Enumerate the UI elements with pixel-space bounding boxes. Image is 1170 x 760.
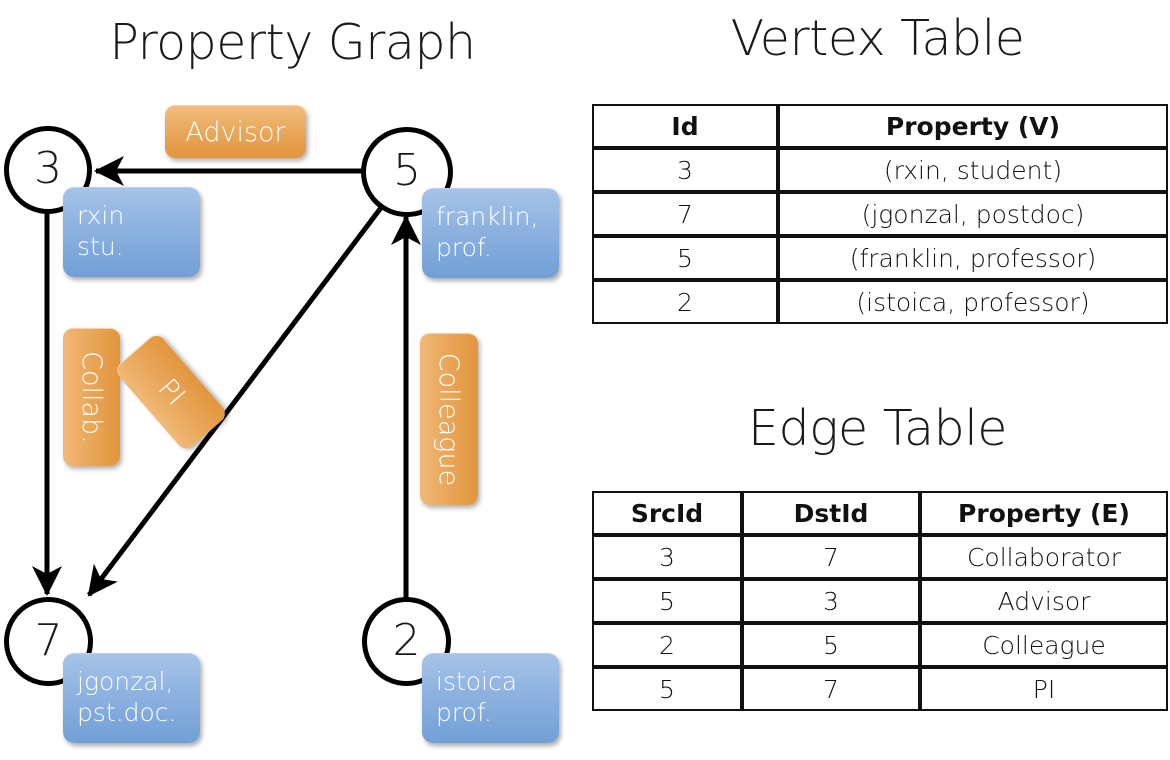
page-title-edge-table: Edge Table (748, 400, 1007, 457)
table-row[interactable]: 3 (rxin, student) (592, 148, 1168, 192)
edge-cell-property: PI (920, 667, 1168, 711)
vertex-cell-property: (istoica, professor) (778, 280, 1168, 324)
vertex-cell-property: (rxin, student) (778, 148, 1168, 192)
page-title-property-graph: Property Graph (109, 14, 476, 71)
edge-label-colleague-text: Colleague (433, 352, 465, 487)
node-property-box-rxin: rxin stu. (63, 187, 200, 277)
node-property-istoica-line2: prof. (436, 698, 492, 728)
vertex-cell-id: 5 (592, 236, 778, 280)
edge-cell-dstid: 7 (742, 535, 920, 579)
table-row[interactable]: 2 (istoica, professor) (592, 280, 1168, 324)
node-property-franklin-line1: franklin, (436, 202, 539, 231)
edge-cell-dstid: 5 (742, 623, 920, 667)
graph-node-5[interactable]: 5 (361, 127, 453, 217)
edge-cell-dstid: 3 (742, 579, 920, 623)
node-property-box-franklin: franklin, prof. (422, 188, 559, 278)
edge-5-to-7 (87, 203, 385, 597)
table-row[interactable]: 5 (franklin, professor) (592, 236, 1168, 280)
edge-cell-srcid: 3 (592, 535, 742, 579)
edge-cell-property: Advisor (920, 579, 1168, 623)
graph-edges (32, 156, 421, 598)
edge-table-header-row: SrcId DstId Property (E) (592, 491, 1168, 535)
edge-table-header-dstid: DstId (742, 491, 920, 535)
graph-node-3-label: 3 (34, 143, 62, 194)
node-property-franklin-line2: prof. (436, 233, 492, 263)
edge-table-header-property: Property (E) (920, 491, 1168, 535)
table-row[interactable]: 5 7 PI (592, 667, 1168, 711)
graph-node-2-label: 2 (392, 614, 421, 666)
node-property-rxin-line1: rxin (77, 201, 125, 230)
table-row[interactable]: 5 3 Advisor (592, 579, 1168, 623)
table-row[interactable]: 2 5 Colleague (592, 623, 1168, 667)
edge-table: SrcId DstId Property (E) 3 7 Collaborato… (592, 491, 1168, 711)
graph-node-2[interactable]: 2 (362, 597, 451, 686)
edge-label-advisor: Advisor (165, 105, 306, 158)
node-property-box-istoica: istoica prof. (422, 653, 559, 743)
vertex-table-header-row: Id Property (V) (592, 104, 1168, 148)
vertex-cell-id: 3 (592, 148, 778, 192)
edge-label-pi-text: PI (151, 373, 191, 412)
table-row[interactable]: 3 7 Collaborator (592, 535, 1168, 579)
node-property-jgonzal-line2: pst.doc. (77, 698, 177, 728)
table-row[interactable]: 7 (jgonzal, postdoc) (592, 192, 1168, 236)
vertex-cell-id: 7 (592, 192, 778, 236)
edge-label-collab: Collab. (63, 328, 120, 466)
node-property-box-jgonzal: jgonzal, pst.doc. (63, 653, 200, 743)
edge-label-collab-text: Collab. (76, 351, 107, 444)
edge-table-header-srcid: SrcId (592, 491, 742, 535)
node-property-jgonzal-line1: jgonzal, (77, 667, 174, 696)
vertex-cell-id: 2 (592, 280, 778, 324)
vertex-table: Id Property (V) 3 (rxin, student) 7 (jgo… (592, 104, 1168, 324)
graph-node-5-label: 5 (393, 145, 421, 196)
node-property-rxin-line2: stu. (77, 232, 124, 262)
edge-label-advisor-text: Advisor (185, 116, 286, 148)
edge-cell-srcid: 5 (592, 579, 742, 623)
edge-cell-srcid: 2 (592, 623, 742, 667)
graph-node-7-label: 7 (34, 614, 63, 666)
edge-cell-property: Collaborator (920, 535, 1168, 579)
edge-cell-srcid: 5 (592, 667, 742, 711)
vertex-table-header-id: Id (592, 104, 778, 148)
vertex-cell-property: (franklin, professor) (778, 236, 1168, 280)
edge-label-colleague: Colleague (420, 333, 478, 505)
edge-cell-property: Colleague (920, 623, 1168, 667)
page-title-vertex-table: Vertex Table (730, 10, 1025, 67)
vertex-table-header-property: Property (V) (778, 104, 1168, 148)
node-property-istoica-line1: istoica (436, 667, 518, 696)
edge-cell-dstid: 7 (742, 667, 920, 711)
vertex-cell-property: (jgonzal, postdoc) (778, 192, 1168, 236)
